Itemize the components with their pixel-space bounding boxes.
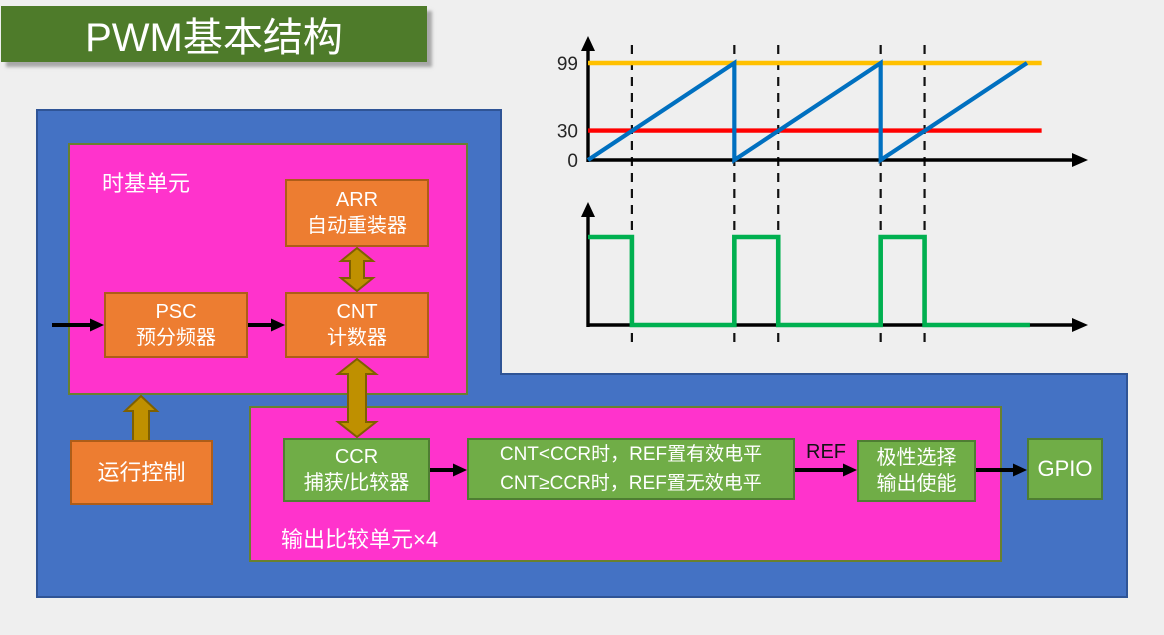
psc-block: PSC 预分频器 [104, 292, 248, 358]
time-base-unit-label: 时基单元 [102, 171, 191, 196]
run-control-name: 运行控制 [97, 459, 186, 485]
polarity-line1: 极性选择 [876, 446, 957, 469]
ccr-block: CCR 捕获/比较器 [283, 438, 430, 502]
run-control-up-arrow [122, 394, 160, 442]
ccr-abbr: CCR [334, 445, 379, 468]
cnt-abbr: CNT [336, 300, 378, 323]
gpio-block: GPIO [1027, 438, 1103, 500]
pwm-chart-x-axis-arrow [1072, 318, 1088, 332]
page-title: PWM基本结构 [1, 6, 427, 62]
run-control-block: 运行控制 [70, 440, 213, 505]
polarity-line2: 输出使能 [876, 473, 957, 495]
psc-name: 预分频器 [136, 327, 216, 349]
counter-chart-y-axis-arrow [581, 36, 595, 51]
cnt-name: 计数器 [327, 327, 387, 349]
gpio-name: GPIO [1037, 456, 1093, 482]
polarity-block: 极性选择 输出使能 [857, 440, 976, 502]
compare-rule-line2: CNT≥CCR时，REF置无效电平 [500, 473, 762, 494]
page-title-text: PWM基本结构 [85, 16, 343, 60]
cnt-sawtooth-wave [586, 59, 1029, 164]
ytick-label-0: 0 [567, 151, 578, 172]
ytick-label-99: 99 [557, 54, 578, 75]
output-compare-unit-label: 输出比较单元×4 [281, 527, 439, 552]
cnt-block: CNT 计数器 [285, 292, 429, 358]
ref-output-wave [588, 234, 1030, 328]
ref-signal-label: REF [806, 441, 846, 463]
counter-chart-x-axis-arrow [1072, 153, 1088, 167]
ytick-label-30: 30 [557, 122, 578, 143]
arr-abbr: ARR [335, 188, 379, 211]
psc-abbr: PSC [155, 300, 197, 323]
compare-rule-line1: CNT<CCR时，REF置有效电平 [499, 443, 763, 465]
compare-rule-block: CNT<CCR时，REF置有效电平 CNT≥CCR时，REF置无效电平 [467, 438, 795, 500]
arr-name: 自动重装器 [307, 215, 407, 237]
pwm-chart-y-axis-arrow [581, 202, 595, 217]
arr-block: ARR 自动重装器 [285, 179, 429, 247]
ccr-name: 捕获/比较器 [303, 472, 410, 494]
